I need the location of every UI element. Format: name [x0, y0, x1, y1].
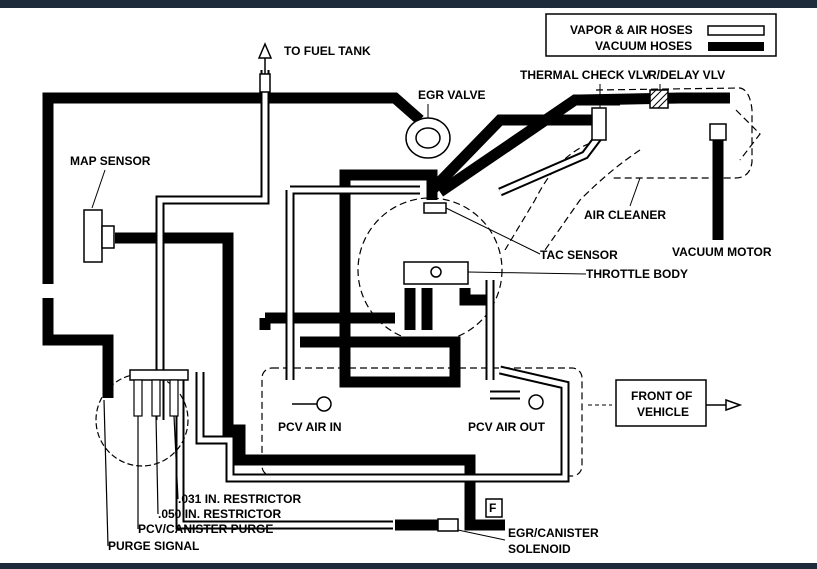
legend-vapor-label: VAPOR & AIR HOSES — [570, 23, 693, 37]
egr-canister-solenoid — [437, 498, 503, 532]
throttle-body-label: THROTTLE BODY — [586, 267, 688, 281]
throttle-body — [403, 261, 469, 285]
air-cleaner-label: AIR CLEANER — [584, 208, 666, 222]
to-fuel-tank-label: TO FUEL TANK — [284, 44, 371, 58]
pcv-air-in-label: PCV AIR IN — [278, 420, 342, 434]
fuel-tank-arrow — [257, 42, 273, 93]
map-sensor — [83, 209, 115, 263]
pcv-air-out-port — [528, 394, 544, 410]
legend-vapor-swatch — [707, 25, 765, 36]
r-delay-valve — [649, 89, 669, 109]
thermal-check-vlv-label: THERMAL CHECK VLV — [520, 68, 650, 82]
tac-sensor-label: TAC SENSOR — [540, 248, 618, 262]
vacuum-motor — [709, 123, 727, 141]
egr-valve — [405, 117, 451, 159]
legend-vacuum-swatch — [708, 42, 764, 51]
pcv-air-out-label: PCV AIR OUT — [468, 420, 546, 434]
thermal-check-valve — [591, 107, 607, 141]
top-frame-bar — [0, 0, 817, 8]
map-sensor-label: MAP SENSOR — [70, 154, 151, 168]
restrictor-050-label: .050 IN. RESTRICTOR — [158, 507, 281, 521]
restrictor-031-label: .031 IN. RESTRICTOR — [178, 492, 301, 506]
egr-canister-label: EGR/CANISTER — [508, 526, 599, 540]
vapor-air-hoses — [155, 70, 604, 530]
vacuum-motor-label: VACUUM MOTOR — [672, 245, 772, 259]
legend-vacuum-label: VACUUM HOSES — [595, 39, 692, 53]
charcoal-canister — [95, 369, 189, 467]
legend: VAPOR & AIR HOSES VACUUM HOSES — [545, 13, 777, 57]
pcv-canister-purge-label: PCV/CANISTER PURGE — [138, 522, 273, 536]
front-of-vehicle-box: FRONT OF VEHICLE — [588, 379, 743, 427]
f-marker-label: F — [489, 501, 496, 515]
front-of-label: FRONT OF — [631, 389, 692, 403]
vacuum-hoses — [42, 92, 730, 531]
solenoid-label: SOLENOID — [508, 542, 571, 556]
vehicle-label: VEHICLE — [637, 405, 689, 419]
egr-valve-label: EGR VALVE — [418, 88, 486, 102]
pcv-air-in-port — [292, 396, 332, 412]
bottom-frame-bar — [0, 563, 817, 569]
restrictor-leader-lines — [103, 399, 179, 547]
r-delay-vlv-label: R/DELAY VLV — [648, 68, 725, 82]
r-delay-valve-hatch — [649, 89, 669, 109]
purge-signal-label: PURGE SIGNAL — [108, 539, 199, 553]
tac-sensor — [423, 202, 447, 214]
